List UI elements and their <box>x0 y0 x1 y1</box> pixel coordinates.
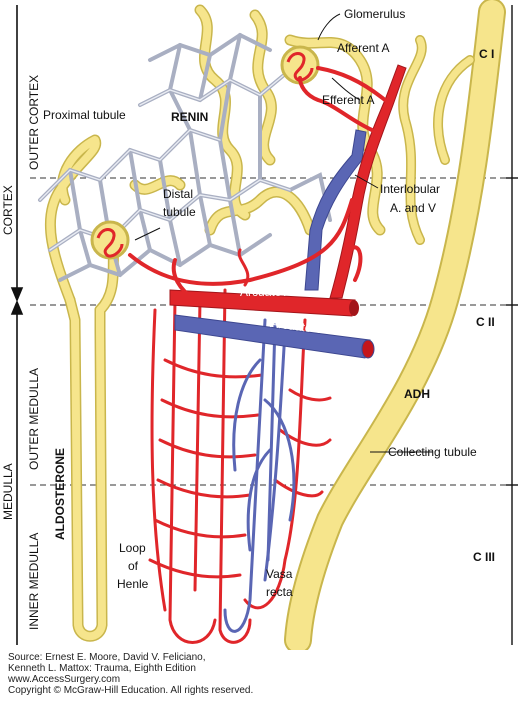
label-loop-3: Henle <box>117 577 149 591</box>
zone-inner-medulla: INNER MEDULLA <box>27 533 41 630</box>
source-line-4: Copyright © McGraw-Hill Education. All r… <box>8 685 254 696</box>
zone-outer-cortex: OUTER CORTEX <box>27 75 41 170</box>
source-line-1: Source: Ernest E. Moore, David V. Felici… <box>8 652 206 663</box>
label-efferent-artery: Efferent A <box>322 93 374 107</box>
label-aldosterone: ALDOSTERONE <box>53 448 67 540</box>
source-line-3: www.AccessSurgery.com <box>8 674 121 685</box>
collecting-tubule <box>284 0 506 650</box>
label-distal-tubule-1: Distal <box>163 187 193 201</box>
capillary-highlights <box>39 69 291 251</box>
zone-cortex: CORTEX <box>1 185 15 235</box>
zone-scale-right <box>506 5 518 645</box>
label-arcuate-vein: Arcuate V <box>270 316 324 336</box>
label-vasa-recta-1: Vasa <box>266 567 293 581</box>
label-collecting-tubule: Collecting tubule <box>388 445 477 459</box>
label-afferent-artery: Afferent A <box>337 41 389 55</box>
label-loop-1: Loop <box>119 541 146 555</box>
afferent-arterioles <box>128 66 387 302</box>
vasa-recta <box>148 248 332 644</box>
zone-outer-medulla: OUTER MEDULLA <box>27 368 41 470</box>
label-interlobular-2: A. and V <box>390 201 436 215</box>
label-interlobular-1: Interlobular <box>380 182 440 196</box>
glomerulus-left <box>90 220 130 260</box>
label-proximal-tubule: Proximal tubule <box>43 108 126 122</box>
zone-c1: C I <box>479 47 494 61</box>
source-line-2: Kenneth L. Mattox: Trauma, Eighth Editio… <box>8 663 196 674</box>
zone-medulla: MEDULLA <box>1 463 15 520</box>
label-leaders <box>134 13 433 453</box>
label-vasa-recta-2: recta <box>266 585 293 599</box>
zone-c2: C II <box>476 315 495 329</box>
nephron-diagram: Glomerulus Afferent A Efferent A Proxima… <box>1 0 518 650</box>
arcuate-artery <box>169 64 407 317</box>
label-arcuate-artery: Arcuate A <box>240 285 292 299</box>
zone-scale <box>10 5 24 645</box>
label-glomerulus: Glomerulus <box>344 7 405 21</box>
label-adh: ADH <box>404 387 430 401</box>
label-distal-tubule-2: tubule <box>163 205 196 219</box>
zone-c3: C III <box>473 550 495 564</box>
label-renin: RENIN <box>171 110 208 124</box>
label-loop-2: of <box>128 559 139 573</box>
